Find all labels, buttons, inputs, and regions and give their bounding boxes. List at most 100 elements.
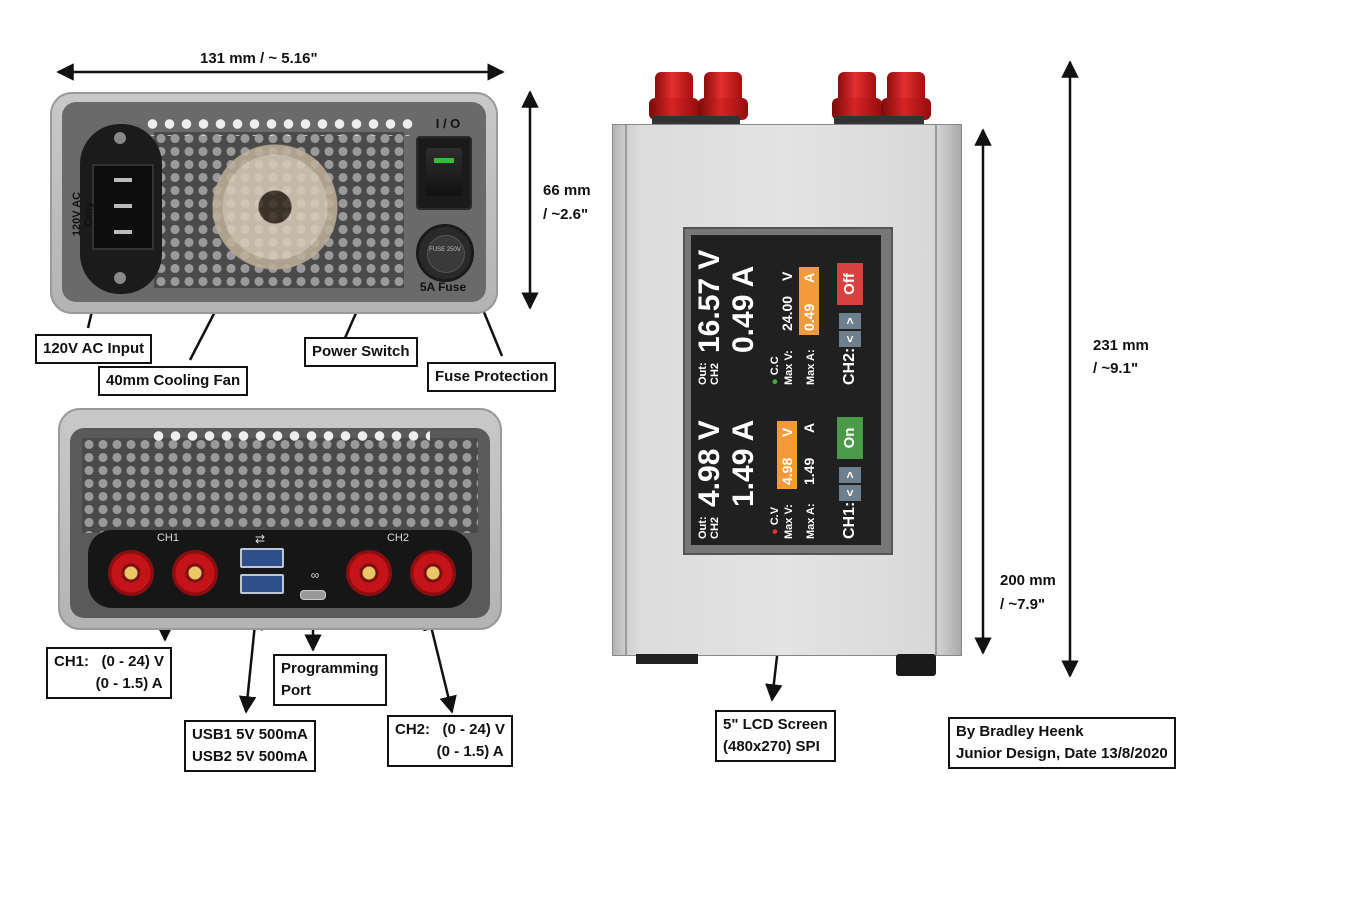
ch2-pointer <box>423 612 457 714</box>
ch1-max-v-value: 4.98 <box>779 457 795 485</box>
ch1-max-v-field[interactable]: 4.98 V <box>777 421 797 489</box>
width-dimension-label: 131 mm / ~ 5.16" <box>200 50 318 67</box>
usb1-port[interactable] <box>240 548 284 568</box>
ac-pin-icon <box>114 204 132 208</box>
ch2-next-button[interactable]: > <box>839 313 861 329</box>
ch1-positive-terminal[interactable] <box>108 550 154 596</box>
ch1-ch-label: CH2 <box>709 516 721 539</box>
usb2-port[interactable] <box>240 574 284 594</box>
callout-fuse-protection: Fuse Protection <box>427 362 557 392</box>
callout-lcd: 5" LCD Screen (480x270) SPI <box>715 710 836 762</box>
fuse-marking: 5A Fuse <box>419 280 467 294</box>
lcd-bezel: Out: CH2 4.98 V 1.49 A ● C.V Max V: Max … <box>683 227 893 555</box>
programming-port[interactable] <box>300 590 326 600</box>
callout-ch2: CH2: (0 - 24) V (0 - 1.5) A <box>387 715 514 767</box>
enclosure-edge-line <box>935 125 937 655</box>
ch1-mode-text: C.V <box>769 506 781 526</box>
ch1-max-a-label: Max A: <box>805 503 817 539</box>
callout-power-switch: Power Switch <box>304 337 418 367</box>
terminal-knob <box>649 72 699 120</box>
ch2-mode: ● C.C <box>769 356 781 385</box>
ch1-max-v-label: Max V: <box>783 504 795 539</box>
lcd-screen: Out: CH2 4.98 V 1.49 A ● C.V Max V: Max … <box>691 235 881 545</box>
terminal-base <box>652 116 740 124</box>
overall-length-label-1: 231 mm <box>1093 337 1149 354</box>
body-length-label-1: 200 mm <box>1000 572 1056 589</box>
ch2-mode-text: C.C <box>769 356 781 376</box>
callout-ch1: CH1: (0 - 24) V (0 - 1.5) A <box>46 647 173 699</box>
ch1-mode: ● C.V <box>769 507 781 535</box>
terminal-knob <box>832 72 882 120</box>
callout-usb: USB1 5V 500mA USB2 5V 500mA <box>184 720 316 772</box>
fuse-holder[interactable]: FUSE 250V <box>416 224 474 282</box>
ch2-prev-button[interactable]: < <box>839 331 861 347</box>
front-panel-face: CH1 CH2 ⇄ ∞ <box>70 428 490 618</box>
power-indicator-icon <box>434 158 454 163</box>
connector-bezel: CH1 CH2 ⇄ ∞ <box>88 530 472 608</box>
enclosure-edge-line <box>625 125 627 655</box>
rear-height-label-1: 66 mm <box>543 182 591 199</box>
ch2-max-a-unit: A <box>801 272 817 283</box>
ch1-max-a-unit: A <box>801 422 817 433</box>
screw-icon <box>114 272 126 284</box>
overall-length-label-2: / ~9.1" <box>1093 360 1139 377</box>
cc-dot-icon: ● <box>769 378 781 385</box>
rear-vent-top-row <box>144 116 414 136</box>
rear-height-label-2: / ~2.6" <box>543 206 589 223</box>
cooling-fan <box>210 142 340 272</box>
callout-cooling-fan: 40mm Cooling Fan <box>98 366 249 396</box>
ac-socket <box>92 164 154 250</box>
ch1-current: 1.49 A <box>727 419 760 507</box>
ch1-prev-button[interactable]: < <box>839 485 861 501</box>
ch1-panel-label: CH1 <box>156 532 179 544</box>
ch2-ch-label: CH2 <box>709 362 721 385</box>
usb-pointer <box>238 612 264 714</box>
ch1-voltage: 4.98 V <box>693 420 726 507</box>
rear-panel: 120V AC Only I / O FUSE 250V 5A Fuse <box>50 92 498 314</box>
ch1-max-a-value: 1.49 <box>801 457 817 485</box>
cv-dot-icon: ● <box>769 528 781 535</box>
ch2-max-v-unit: V <box>779 271 795 281</box>
ch2-off-button[interactable]: Off <box>837 263 863 305</box>
fuse-cap-text: FUSE 250V <box>429 247 461 253</box>
fuse-cap-icon <box>427 235 465 273</box>
ch1-name: CH1: <box>841 501 858 539</box>
ac-inlet <box>80 124 162 294</box>
front-vent-top-row <box>150 428 430 444</box>
ch2-panel-label: CH2 <box>386 532 409 544</box>
body-length-label-2: / ~7.9" <box>1000 596 1046 613</box>
terminal-base <box>834 116 924 124</box>
usb-icon: ⇄ <box>254 532 266 546</box>
ch2-positive-terminal[interactable] <box>346 550 392 596</box>
lcd-content: Out: CH2 4.98 V 1.49 A ● C.V Max V: Max … <box>691 235 881 545</box>
ac-pin-icon <box>114 178 132 182</box>
foot <box>896 654 936 676</box>
ch1-on-button[interactable]: On <box>837 417 863 459</box>
switch-marking: I / O <box>435 116 461 131</box>
callout-programming-port: Programming Port <box>273 654 387 706</box>
rear-panel-face: 120V AC Only I / O FUSE 250V 5A Fuse <box>62 102 486 302</box>
foot <box>636 654 698 664</box>
terminal-knob <box>698 72 748 120</box>
credit-box: By Bradley Heenk Junior Design, Date 13/… <box>948 717 1176 769</box>
ch1-negative-terminal[interactable] <box>172 550 218 596</box>
ac-pin-icon <box>114 230 132 234</box>
ch2-negative-terminal[interactable] <box>410 550 456 596</box>
ch2-max-v-value: 24.00 <box>779 295 795 331</box>
ac-rating-text: 120V AC Only <box>71 191 95 237</box>
ch2-current: 0.49 A <box>727 265 760 353</box>
terminal-knob <box>881 72 931 120</box>
ch2-max-a-label: Max A: <box>805 349 817 385</box>
callout-ac-input: 120V AC Input <box>35 334 153 364</box>
ch2-voltage: 16.57 V <box>693 249 726 353</box>
screw-icon <box>114 132 126 144</box>
ch2-name: CH2: <box>841 347 858 385</box>
rocker-icon <box>426 148 462 196</box>
ch2-max-a-value: 0.49 <box>801 303 817 331</box>
ch1-max-v-unit: V <box>779 427 795 437</box>
ch2-max-v-label: Max V: <box>783 350 795 385</box>
power-switch[interactable] <box>416 136 472 210</box>
ch2-max-a-field[interactable]: 0.49 A <box>799 267 819 335</box>
ch2-out-label: Out: <box>697 362 709 385</box>
ch1-next-button[interactable]: > <box>839 467 861 483</box>
